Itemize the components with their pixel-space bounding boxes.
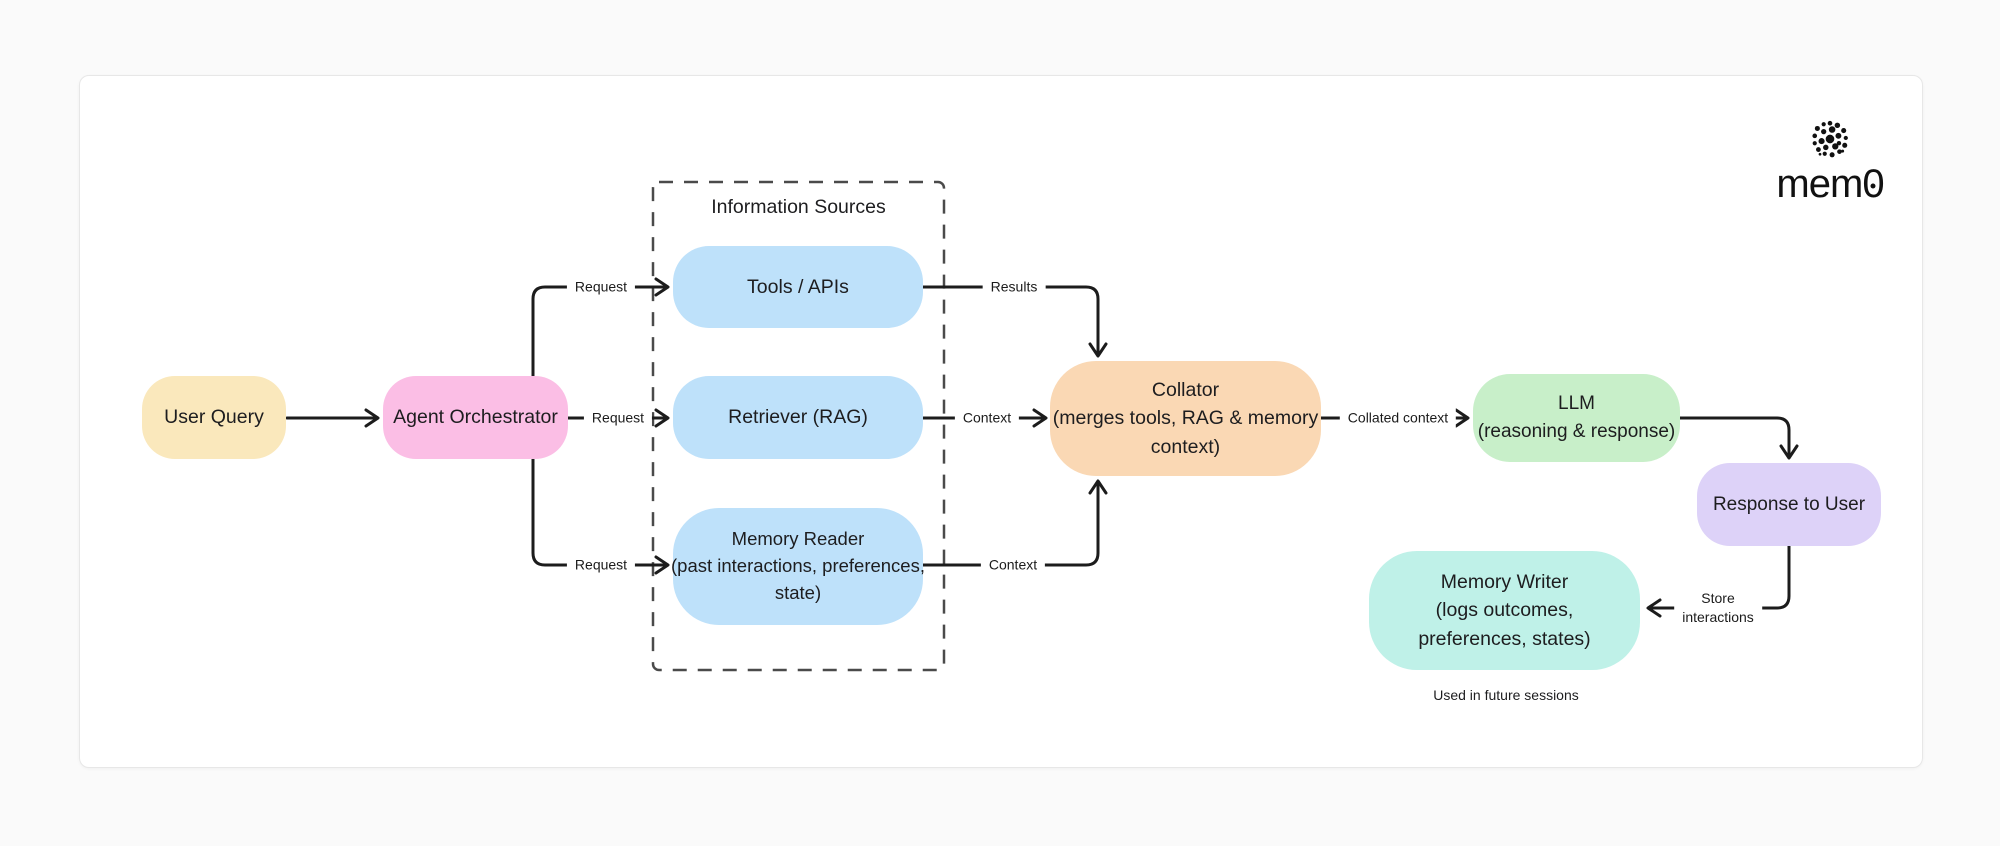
node-label: LLM (reasoning & response) (1477, 393, 1676, 442)
node-user-query: User Query (142, 376, 286, 459)
edge-label-collated-context: Collated context (1339, 406, 1457, 430)
edge-label-context-retriever: Context (954, 406, 1020, 430)
node-memory-reader: Memory Reader (past interactions, prefer… (671, 508, 925, 625)
node-label: User Query (164, 406, 264, 429)
node-memory-writer: Memory Writer (logs outcomes, preference… (1369, 551, 1640, 670)
node-label: Collator (merges tools, RAG & memory con… (1052, 379, 1319, 458)
node-label: Agent Orchestrator (393, 406, 558, 429)
edge-label-request-tools: Request (566, 275, 636, 299)
mem0-wordmark: mem0 (1770, 164, 1890, 204)
information-sources-title: Information Sources (711, 196, 886, 218)
node-label: Memory Reader (past interactions, prefer… (671, 528, 925, 603)
wordmark-zero: 0 (1862, 162, 1884, 206)
mem0-logo: mem0 (1770, 119, 1890, 204)
wordmark-prefix: mem (1776, 162, 1863, 206)
edge-label-request-memory: Request (566, 553, 636, 577)
node-response-to-user: Response to User (1697, 463, 1881, 546)
node-collator: Collator (merges tools, RAG & memory con… (1050, 361, 1321, 476)
edge-label-results: Results (982, 275, 1046, 299)
edge-label-request-retriever: Request (583, 406, 653, 430)
node-agent-orchestrator: Agent Orchestrator (383, 376, 568, 459)
node-tools-apis: Tools / APIs (673, 246, 923, 328)
dots-burst-icon (1812, 120, 1848, 158)
node-label: Response to User (1712, 493, 1866, 515)
node-label: Tools / APIs (747, 275, 849, 298)
footnote-used-in-future-sessions: Used in future sessions (1433, 687, 1579, 703)
edge-label-context-memory: Context (980, 553, 1046, 577)
node-llm: LLM (reasoning & response) (1473, 374, 1680, 462)
edge-label-store-interactions: Store interactions (1674, 587, 1762, 629)
node-label: Memory Writer (logs outcomes, preference… (1418, 571, 1591, 650)
node-retriever-rag: Retriever (RAG) (673, 376, 923, 459)
node-label: Retriever (RAG) (728, 406, 868, 429)
